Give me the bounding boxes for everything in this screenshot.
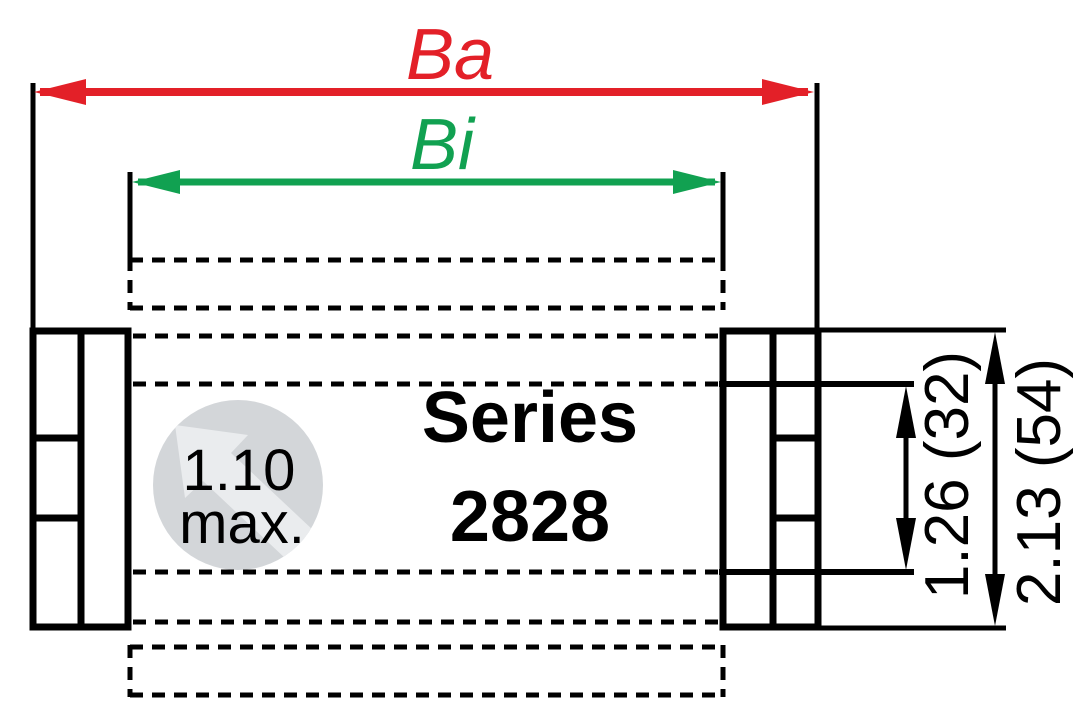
chain-link-plate-right (719, 327, 914, 631)
outer-height-arrowhead-up-icon (985, 332, 1005, 384)
bi-dimension-label: Bi (410, 105, 476, 185)
ba-arrowhead-left-icon (34, 79, 86, 105)
series-title: Series 2828 (422, 378, 638, 557)
note-line1: 1.10 (183, 438, 296, 503)
bend-radius-badge (153, 400, 323, 570)
dimension-outer-height: 2.13 (54) (985, 332, 1074, 626)
inner-height-dimension-label: 1.26 (32) (913, 351, 982, 599)
chain-link-plate-left (29, 327, 132, 631)
ba-arrowhead-right-icon (762, 79, 814, 105)
bi-arrowhead-right-icon (673, 170, 721, 194)
dimension-inner-width: Bi (132, 105, 721, 194)
inner-height-arrowhead-down-icon (896, 518, 916, 570)
bi-arrowhead-left-icon (132, 170, 180, 194)
inner-height-arrowhead-up-icon (896, 386, 916, 438)
bend-radius-note: 1.10 max. (179, 438, 305, 556)
extension-lines (30, 83, 1006, 631)
ba-dimension-label: Ba (406, 15, 494, 95)
note-line2: max. (179, 491, 305, 556)
series-title-line2: 2828 (450, 477, 610, 557)
dimension-outer-width: Ba (34, 15, 814, 105)
outer-height-dimension-label: 2.13 (54) (1005, 358, 1074, 606)
series-title-line1: Series (422, 378, 638, 458)
watermark-arrow-icon (175, 425, 314, 559)
dimension-inner-height: 1.26 (32) (896, 351, 982, 599)
outer-height-arrowhead-down-icon (985, 574, 1005, 626)
chain-body-dashed-lines (127, 257, 726, 698)
